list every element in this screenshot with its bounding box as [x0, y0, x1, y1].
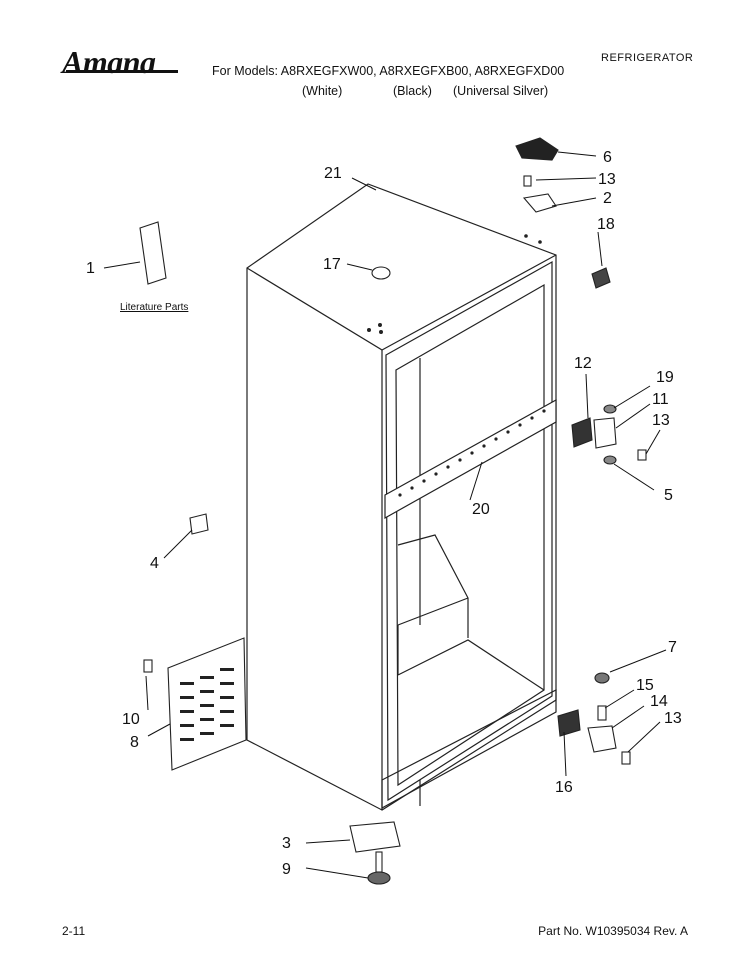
hinge-cover: [515, 137, 559, 161]
callout-11: 11: [652, 391, 669, 408]
variant-silver: (Universal Silver): [453, 84, 549, 98]
clip-part: [189, 513, 209, 535]
callout-20: 20: [472, 501, 490, 518]
models-line: For Models: A8RXEGFXW00, A8RXEGFXB00, A8…: [212, 64, 565, 78]
hinge-screw-top: [523, 175, 532, 187]
brand-logo: Amana: [62, 44, 156, 80]
leveling-bracket: [349, 821, 401, 853]
washer-bottom: [603, 455, 617, 465]
callout-9: 9: [282, 861, 291, 878]
callout-5: 5: [664, 487, 673, 504]
callout-15: 15: [636, 677, 654, 694]
callout-4: 4: [150, 555, 159, 572]
top-hinge: [522, 193, 557, 213]
bottom-bushing: [594, 672, 610, 684]
cabinet-drawing: [246, 183, 557, 811]
center-hinge-screw: [637, 449, 647, 461]
divider-rail: [384, 398, 557, 520]
callout-13-top: 13: [598, 171, 616, 188]
callout-8: 8: [130, 734, 139, 751]
bottom-shim: [557, 709, 581, 737]
variant-black: (Black): [393, 84, 432, 98]
callout-21: 21: [324, 165, 342, 182]
callout-17: 17: [323, 256, 341, 273]
part-number: Part No. W10395034 Rev. A: [538, 924, 688, 938]
grille-screw: [143, 659, 153, 673]
leveling-foot: [367, 871, 391, 885]
rail-holes: [367, 234, 546, 497]
plug-button: [371, 266, 391, 280]
callout-numbers: 1 2 3 4 5 6 7 8 9 10 11 12 13 13 13 14 1…: [86, 149, 682, 878]
door-stop: [591, 267, 611, 289]
leveling-screw: [375, 851, 383, 873]
callout-13-center: 13: [652, 412, 670, 429]
center-hinge: [593, 417, 617, 449]
callout-1: 1: [86, 260, 95, 277]
brand-underline: [66, 70, 178, 73]
bottom-hinge: [587, 725, 617, 753]
callout-19: 19: [656, 369, 674, 386]
center-hinge-shim: [571, 417, 593, 448]
washer-top: [603, 404, 617, 414]
literature-booklet: [139, 221, 167, 285]
callout-13-bottom: 13: [664, 710, 682, 727]
callout-3: 3: [282, 835, 291, 852]
callout-14: 14: [650, 693, 668, 710]
category-label: REFRIGERATOR: [601, 52, 694, 64]
callout-2: 2: [603, 190, 612, 207]
callout-12: 12: [574, 355, 592, 372]
hinge-pin: [597, 705, 607, 721]
cabinet-front-frame: [385, 260, 553, 802]
callout-6: 6: [603, 149, 612, 166]
grille-slots: [180, 668, 234, 741]
callout-18: 18: [597, 216, 615, 233]
callout-7: 7: [668, 639, 677, 656]
callout-10: 10: [122, 711, 140, 728]
variant-white: (White): [302, 84, 343, 98]
leader-lines: [103, 151, 667, 879]
literature-parts-label: Literature Parts: [120, 302, 188, 313]
callout-16: 16: [555, 779, 573, 796]
bottom-hinge-screw: [621, 751, 631, 765]
page-number: 2-11: [62, 924, 86, 938]
